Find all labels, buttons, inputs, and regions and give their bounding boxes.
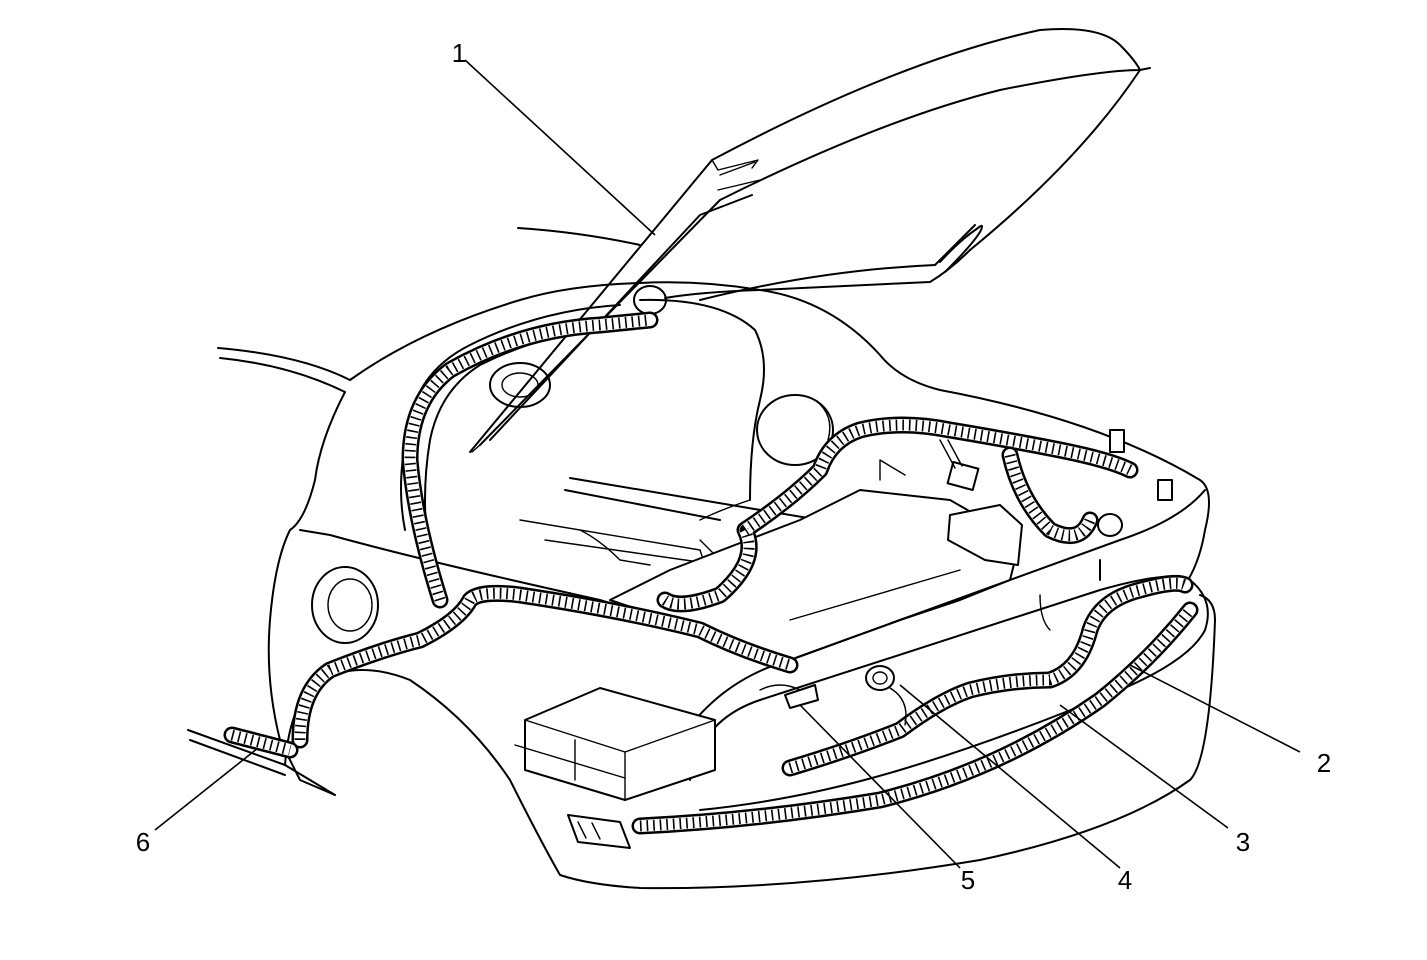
wiring-harness-bumper bbox=[567, 574, 1199, 849]
leader-1 bbox=[464, 59, 656, 236]
leader-4 bbox=[899, 684, 1121, 869]
callout-2: 2 bbox=[1316, 748, 1332, 778]
right-speaker bbox=[756, 394, 834, 466]
wiring-harness-trunk-edge bbox=[401, 311, 659, 609]
leader-6 bbox=[154, 747, 259, 831]
leader-5 bbox=[799, 704, 961, 869]
control-module bbox=[514, 687, 716, 801]
wiring-harness-upper bbox=[656, 416, 1173, 613]
roof-lines bbox=[217, 227, 641, 393]
wiring-harness-left bbox=[291, 584, 799, 749]
trunk-floor bbox=[609, 459, 1023, 661]
leader-lines bbox=[154, 59, 1301, 869]
hinge bbox=[489, 285, 667, 408]
callout-3: 3 bbox=[1235, 827, 1251, 857]
left-speaker bbox=[311, 566, 379, 644]
callout-4: 4 bbox=[1117, 865, 1133, 895]
leader-2 bbox=[1129, 664, 1301, 753]
grommet bbox=[865, 665, 907, 726]
quarter-panel bbox=[187, 281, 1216, 890]
leader-3 bbox=[1059, 704, 1229, 829]
harness-connector-6 bbox=[223, 726, 299, 759]
decklid bbox=[469, 28, 1151, 453]
callout-1: 1 bbox=[451, 38, 467, 68]
callout-5: 5 bbox=[960, 865, 976, 895]
callout-6: 6 bbox=[135, 827, 151, 857]
retainer-clip bbox=[759, 684, 819, 709]
